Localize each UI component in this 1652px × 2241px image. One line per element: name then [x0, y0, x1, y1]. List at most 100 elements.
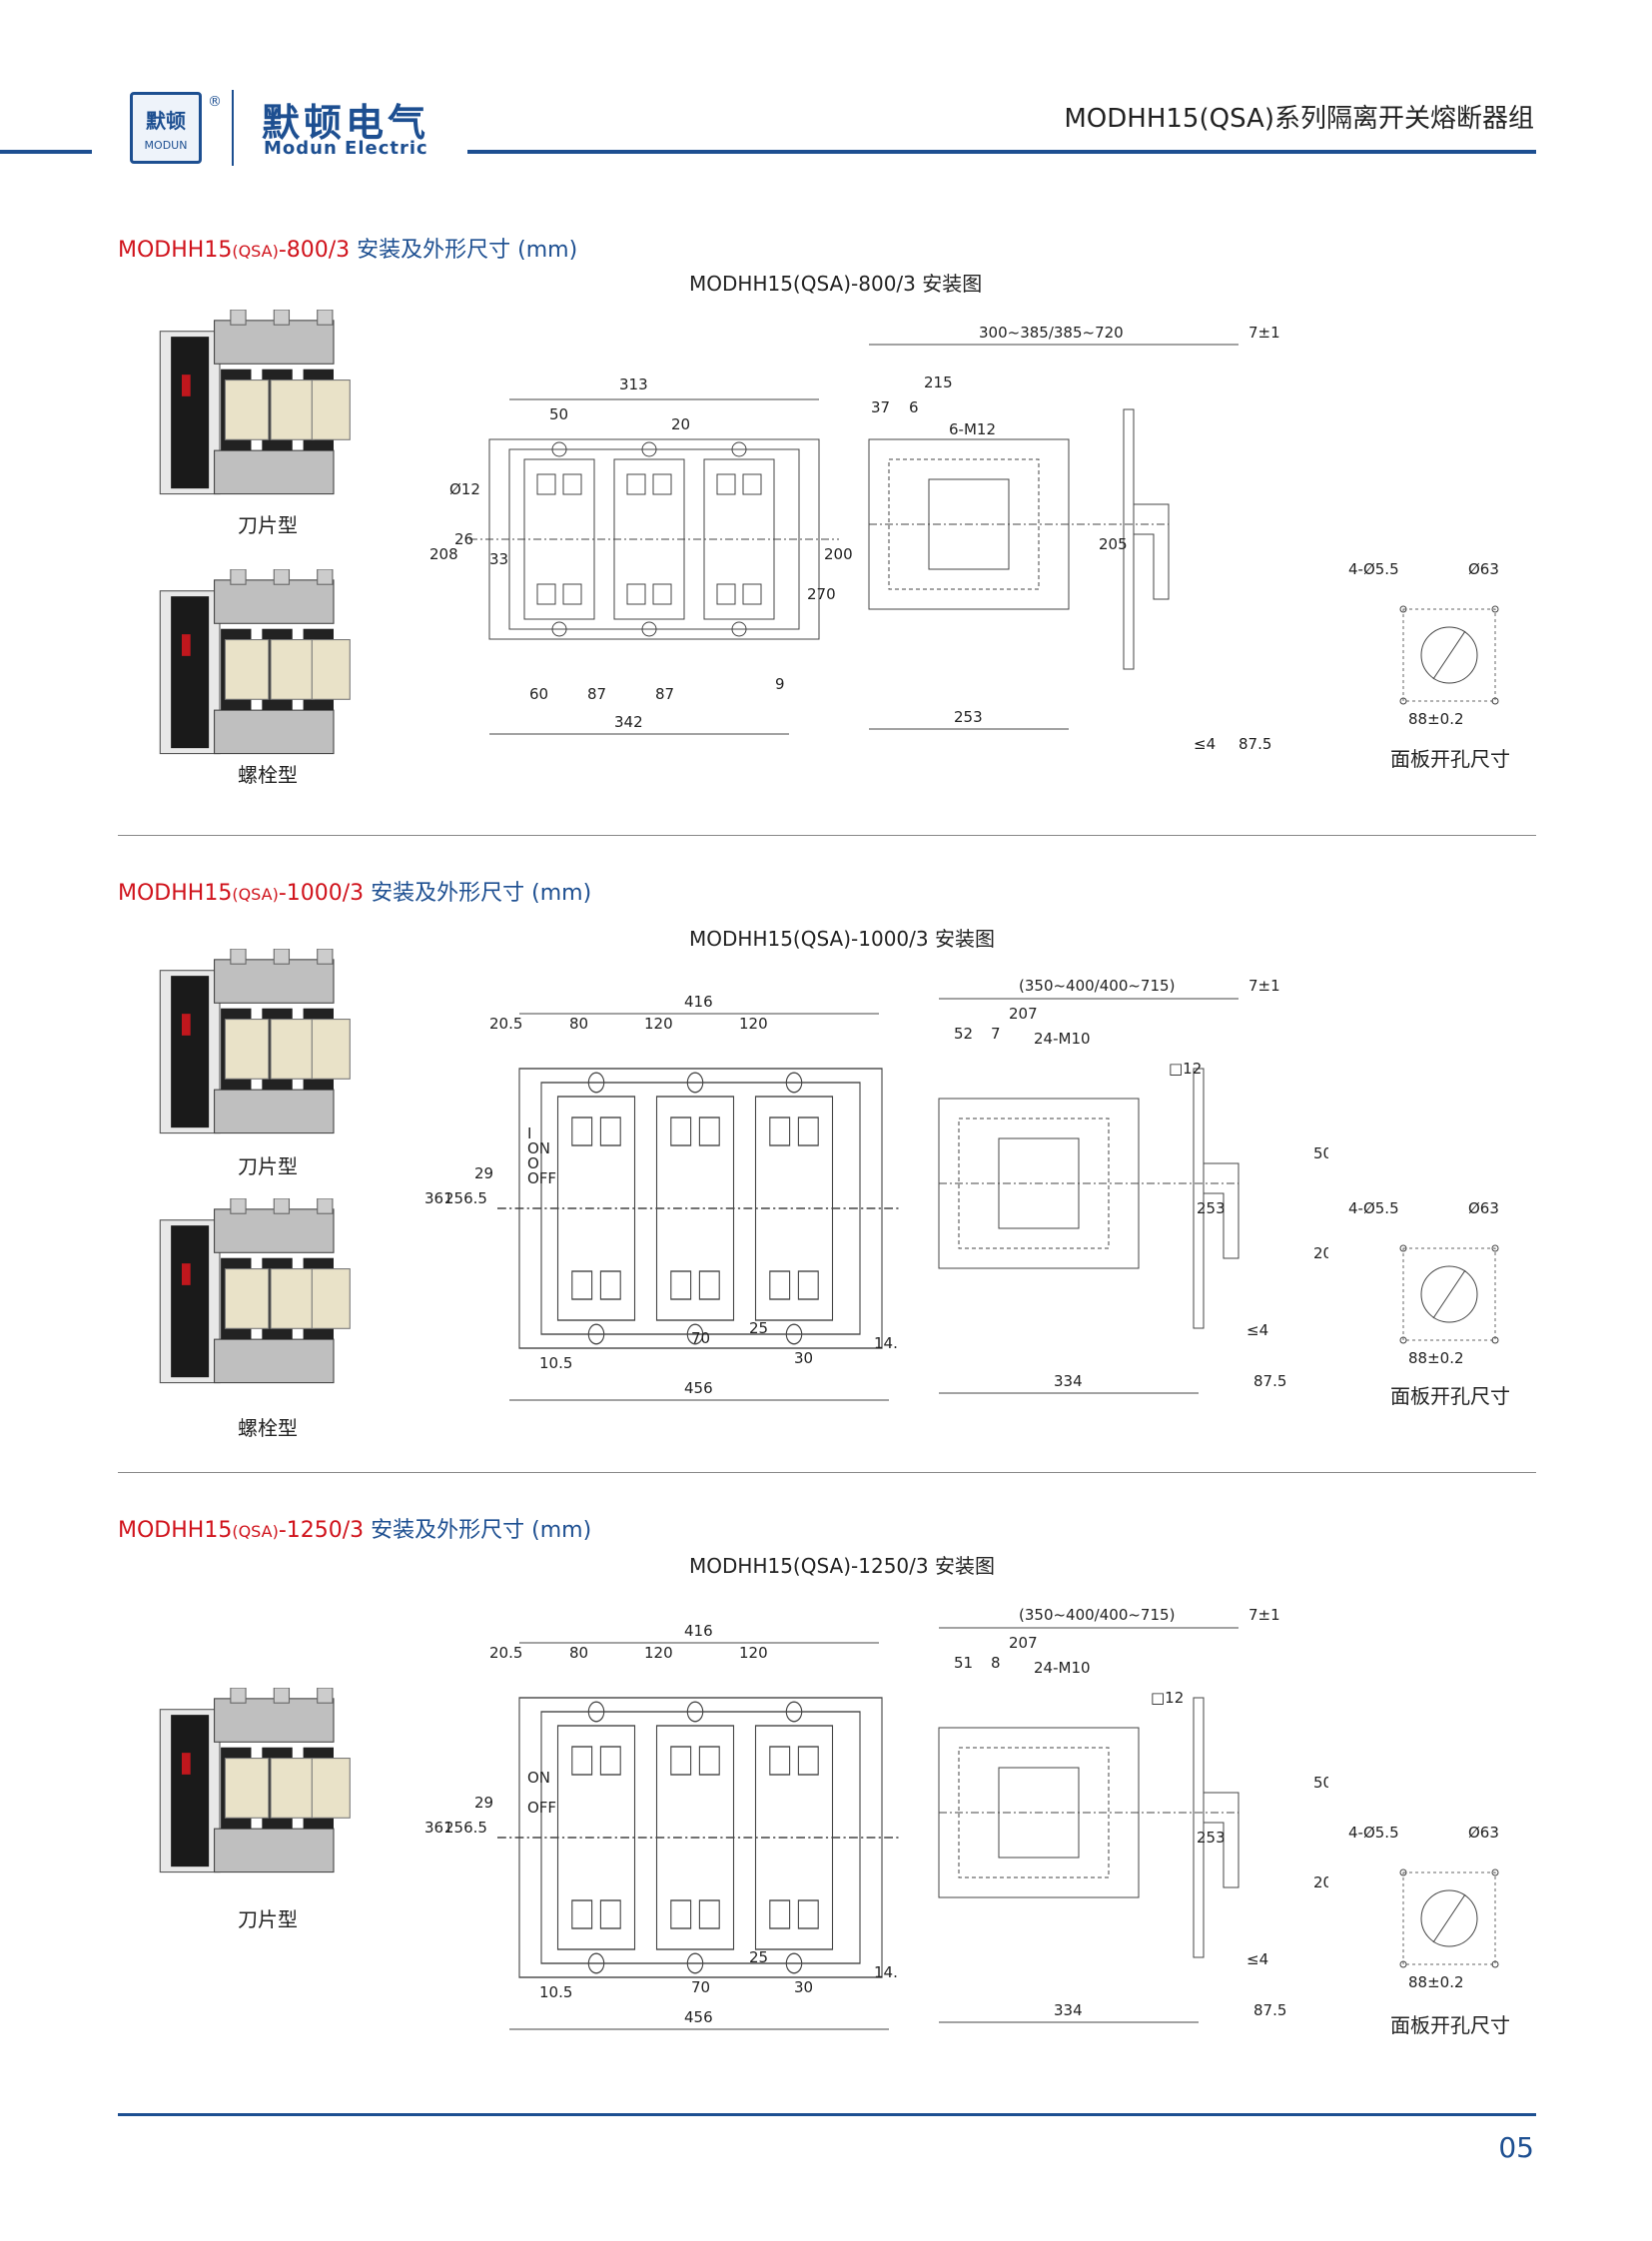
s2-dim-207: 207: [1009, 1005, 1038, 1023]
logo-text-en: MODUN: [144, 139, 188, 152]
section-3-title-variant: (QSA): [232, 1522, 279, 1541]
s3-dim-sq12: □12: [1151, 1689, 1184, 1707]
s1-dim-87b: 87: [655, 685, 674, 703]
section-1-title: MODHH15(QSA)-800/3 安装及外形尺寸 (mm): [118, 232, 577, 264]
s3-dim-120a: 120: [644, 1644, 673, 1662]
s2-dim-52: 52: [954, 1025, 973, 1043]
s1-dim-313: 313: [619, 375, 648, 393]
s2-dim-29: 29: [474, 1164, 493, 1182]
s3-dim-207: 207: [1009, 1634, 1038, 1652]
section-2-title-desc: 安装及外形尺寸 (mm): [364, 881, 592, 906]
section-1-title-rating: -800/3: [278, 238, 351, 263]
section-1-title-desc: 安装及外形尺寸 (mm): [350, 238, 578, 263]
s2-dim-sq12: □12: [1169, 1060, 1202, 1078]
s1-dim-50: 50: [549, 405, 568, 423]
s3-dim-334: 334: [1054, 2001, 1083, 2019]
s3-panel-88-h: 88±0.2: [1408, 1973, 1464, 1991]
header-rule-left: [0, 150, 92, 154]
s2-mark-i: I: [527, 1124, 531, 1142]
s3-dim-29: 29: [474, 1794, 493, 1812]
s2-dim-80: 80: [569, 1015, 588, 1033]
footer-rule: [118, 2113, 1536, 2116]
section-2-caption-bolt: 螺栓型: [238, 1416, 298, 1440]
s1-dim-200: 200: [824, 545, 853, 563]
s1-panel-dia63: Ø63: [1468, 560, 1499, 578]
section-1-panel-caption: 面板开孔尺寸: [1390, 747, 1510, 771]
section-1-caption-bolt: 螺栓型: [238, 763, 298, 787]
section-2-title: MODHH15(QSA)-1000/3 安装及外形尺寸 (mm): [118, 875, 591, 907]
s2-mark-off: OFF: [527, 1169, 556, 1187]
header-rule-right: [467, 150, 1536, 154]
s1-dim-6-m12: 6-M12: [949, 420, 996, 438]
company-logo: 默顿 MODUN: [130, 92, 202, 164]
section-2-title-rating: -1000/3: [278, 881, 365, 906]
s2-dim-20-5: 20.5: [489, 1015, 522, 1033]
s3-dim-456: 456: [684, 2008, 713, 2026]
s3-dim-416: 416: [684, 1622, 713, 1640]
s1-dim-270: 270: [807, 585, 836, 603]
s1-dim-253: 253: [954, 708, 983, 726]
section-divider-2: [118, 1472, 1536, 1473]
section-2-panel-cutout-drawing: 4-Ø5.5 Ø63 88±0.2: [1348, 1199, 1499, 1367]
s3-dim-25: 25: [749, 1948, 768, 1966]
s1-dim-215: 215: [924, 374, 953, 391]
s3-dim-51: 51: [954, 1654, 973, 1672]
section-2-photo-blade: [159, 949, 351, 1134]
section-1-figure-title: MODHH15(QSA)-800/3 安装图: [689, 272, 983, 296]
s3-panel-dia63: Ø63: [1468, 1824, 1499, 1842]
s1-dim-range: 300~385/385~720: [979, 324, 1124, 342]
s1-dim-87a: 87: [587, 685, 606, 703]
section-2-title-variant: (QSA): [232, 885, 279, 904]
section-3-front-view-drawing: 416 20.5 80 120 120 361 256.5 29 ON OFF …: [424, 1622, 899, 2030]
brand-name-en: Modun Electric: [264, 138, 428, 159]
s3-panel-hole: 4-Ø5.5: [1348, 1824, 1399, 1842]
section-1-caption-blade: 刀片型: [238, 513, 298, 537]
s2-mark-o: O: [527, 1154, 539, 1172]
s2-dim-361: 361: [424, 1189, 453, 1207]
s2-dim-7pm1: 7±1: [1248, 977, 1280, 995]
section-1-title-model: MODHH15: [118, 238, 233, 263]
s3-dim-256-5: 256.5: [444, 1819, 487, 1837]
s2-dim-416: 416: [684, 993, 713, 1011]
section-2-caption-blade: 刀片型: [238, 1154, 298, 1178]
page-number: 05: [1498, 2131, 1534, 2164]
logo-separator: [232, 90, 234, 166]
s1-dim-le4: ≤4: [1194, 735, 1216, 753]
section-divider-1: [118, 835, 1536, 836]
section-3-photo-blade: [159, 1688, 351, 1873]
s2-dim-10-5: 10.5: [539, 1354, 572, 1372]
s2-dim-range: (350~400/400~715): [1019, 977, 1175, 995]
s3-dim-87-5: 87.5: [1253, 2001, 1286, 2019]
s2-dim-334: 334: [1054, 1372, 1083, 1390]
s3-dim-le4: ≤4: [1246, 1950, 1268, 1968]
section-1-front-view-drawing: 313 50 20 Ø12 208 26 33 200 270 60 87 87…: [429, 375, 853, 735]
s3-dim-120b: 120: [739, 1644, 768, 1662]
s2-dim-200-side: 200: [1313, 1244, 1328, 1262]
s3-dim-10-5: 10.5: [539, 1983, 572, 2001]
s3-dim-200-side: 200: [1313, 1873, 1328, 1891]
s2-dim-50-side: 50: [1313, 1144, 1328, 1162]
s3-dim-50-side: 50: [1313, 1774, 1328, 1792]
section-3-title-rating: -1250/3: [278, 1518, 365, 1543]
s1-dim-33: 33: [489, 550, 508, 568]
s1-dim-37: 37: [871, 398, 890, 416]
s2-dim-87-5: 87.5: [1253, 1372, 1286, 1390]
s1-dim-20: 20: [671, 415, 690, 433]
s1-dim-6: 6: [909, 398, 919, 416]
section-2-side-view-drawing: (350~400/400~715) 7±1 207 52 7 24-M10 □1…: [938, 977, 1328, 1394]
s3-dim-361: 361: [424, 1819, 453, 1837]
s3-mark-off: OFF: [527, 1799, 556, 1817]
s3-dim-24-m10: 24-M10: [1034, 1659, 1091, 1677]
s1-dim-dia12: Ø12: [449, 480, 480, 498]
section-1-photo-bolt: [159, 569, 351, 755]
s2-mark-on: ON: [527, 1139, 550, 1157]
registered-mark: ®: [208, 94, 222, 110]
section-1-side-view-drawing: 300~385/385~720 7±1 215 37 6 6-M12 205 5…: [868, 324, 1280, 753]
s3-dim-70: 70: [691, 1978, 710, 1996]
s2-dim-le4: ≤4: [1246, 1321, 1268, 1339]
s3-dim-range: (350~400/400~715): [1019, 1606, 1175, 1624]
s1-dim-208: 208: [429, 545, 458, 563]
section-2-front-view-drawing: 416 20.5 80 120 120 361 256.5 29 I ON O …: [424, 993, 899, 1401]
s2-panel-hole: 4-Ø5.5: [1348, 1199, 1399, 1217]
s1-dim-9: 9: [775, 675, 785, 693]
